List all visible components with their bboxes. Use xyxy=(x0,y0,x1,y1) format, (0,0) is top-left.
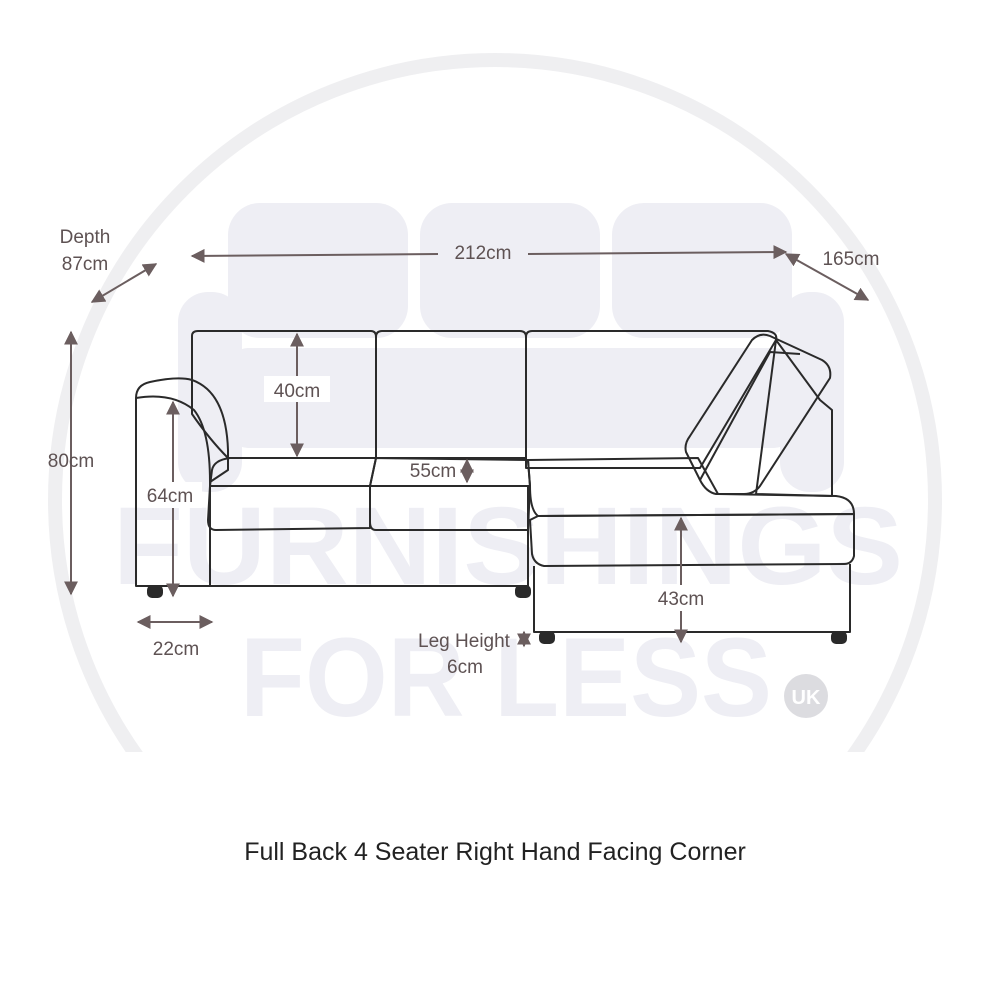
chaise-length-arrow xyxy=(784,253,870,301)
watermark-ring xyxy=(48,53,942,752)
product-caption: Full Back 4 Seater Right Hand Facing Cor… xyxy=(244,838,746,866)
arm-width-label: 22cm xyxy=(153,639,199,660)
chaise-length-label: 165cm xyxy=(822,249,879,270)
chaise-base xyxy=(533,564,851,633)
back-cushion-left xyxy=(191,330,377,459)
depth-label: Depth xyxy=(60,227,111,248)
seat-cushion-2-front xyxy=(369,485,531,531)
leg-chaise-right xyxy=(831,631,847,644)
main-base xyxy=(209,528,528,587)
leg-chaise-left xyxy=(539,631,555,644)
depth-value: 87cm xyxy=(62,254,108,275)
left-arm xyxy=(135,377,229,587)
watermark-line1: FURNISHINGS xyxy=(113,485,903,608)
left-arm-inner xyxy=(135,395,211,483)
leg-front-left xyxy=(147,585,163,598)
sofa-outline xyxy=(135,330,855,644)
scatter-pillow xyxy=(684,333,832,495)
leg-height-value: 6cm xyxy=(447,657,483,678)
seat-cushion-1-front xyxy=(207,485,371,531)
arm-height-label: 64cm xyxy=(147,486,193,507)
dimension-labels: Depth 87cm 212cm 165cm 80cm 40cm 55cm 64… xyxy=(48,227,880,678)
chaise-seat-front xyxy=(529,513,855,567)
depth-arrow xyxy=(90,263,158,303)
width-arrow-right xyxy=(527,245,788,260)
height-label: 80cm xyxy=(48,451,94,472)
watermark: FURNISHINGS FOR LESS UK xyxy=(48,53,942,752)
watermark-badge-text: UK xyxy=(792,687,821,709)
watermark-sofa-icon xyxy=(178,203,844,492)
scatter-pillow-edge xyxy=(699,351,801,481)
back-height-label: 40cm xyxy=(274,381,320,402)
width-arrow-left xyxy=(190,248,439,263)
leg-height-label: Leg Height xyxy=(418,631,511,652)
watermark-badge xyxy=(784,674,828,718)
seat-height-label: 43cm xyxy=(658,589,704,610)
seat-depth-label: 55cm xyxy=(410,461,456,482)
right-back-panel xyxy=(755,339,833,497)
width-label: 212cm xyxy=(454,243,511,264)
leg-front-mid xyxy=(515,585,531,598)
